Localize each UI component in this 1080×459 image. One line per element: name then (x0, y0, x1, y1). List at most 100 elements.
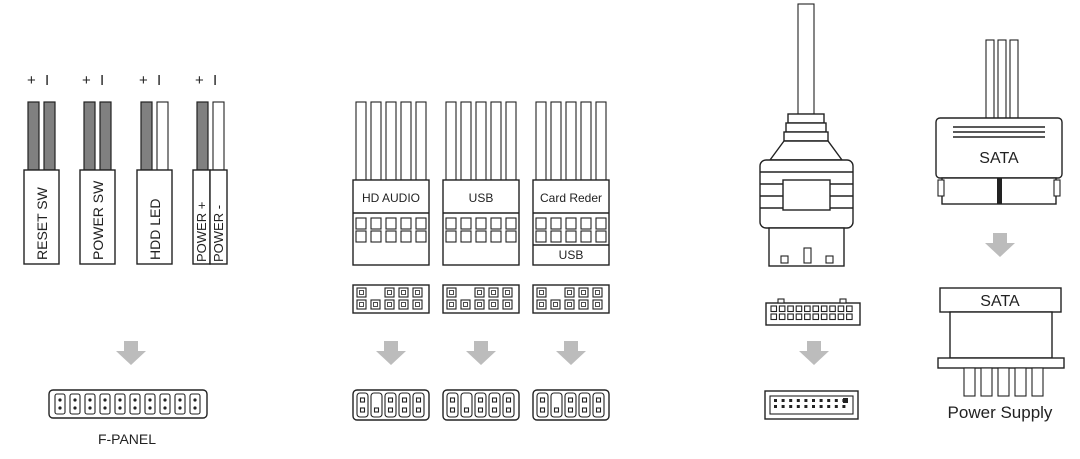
minus-mark: I (157, 72, 161, 89)
board-pin-block (460, 392, 473, 418)
usb3-face-pin (770, 313, 778, 321)
usb3-board-pin (834, 405, 838, 408)
housing-pin (490, 217, 502, 230)
f-panel-section: + I + I + I + I RESET SW POWER SW (23, 72, 228, 447)
power-sw-connector: POWER SW (79, 101, 116, 265)
usb3-board-pin (789, 399, 793, 402)
power-plus-label: POWER + (194, 202, 209, 262)
f-panel-label: F-PANEL (98, 431, 156, 447)
face-pin (356, 287, 367, 298)
housing-pin (505, 230, 517, 243)
sata-power-socket: SATA Power Supply (937, 287, 1065, 422)
face-pin (398, 287, 409, 298)
housing-pin (565, 217, 577, 230)
usb3-board-pin (804, 399, 808, 402)
housing-pin (565, 230, 577, 243)
usb3-face-pin (812, 305, 820, 313)
usb3-face-pin (795, 305, 803, 313)
usb3-connector-section (759, 3, 861, 420)
board-pin-block (370, 392, 383, 418)
housing-pin (580, 230, 592, 243)
board-pin-block (384, 392, 397, 418)
face-pin (474, 299, 485, 310)
housing-pin (595, 230, 607, 243)
minus-mark: I (100, 72, 104, 89)
housing-pin (385, 230, 397, 243)
housing-pin (370, 217, 382, 230)
pin-face (532, 284, 610, 314)
housing-pin (370, 230, 382, 243)
face-pin (502, 287, 513, 298)
board-pin-block (398, 392, 411, 418)
board-pin-block (502, 392, 515, 418)
pin-block (84, 393, 96, 415)
usb3-face-pin (778, 313, 786, 321)
pin-block (174, 393, 186, 415)
board-pin-block (488, 392, 501, 418)
power-minus-label: POWER - (211, 205, 226, 262)
housing-pin (445, 217, 457, 230)
usb3-board-pin (834, 399, 838, 402)
usb3-board-pin (827, 405, 831, 408)
arrow-down-icon (376, 341, 406, 365)
housing-pin (415, 230, 427, 243)
face-pin (536, 299, 547, 310)
pin-block (99, 393, 111, 415)
housing-pin (445, 230, 457, 243)
sata-power-plug-icon: SATA (935, 39, 1063, 205)
housing-pin (550, 217, 562, 230)
power-led-connector: POWER + POWER - (192, 101, 228, 265)
wire (565, 101, 577, 181)
face-pin (384, 287, 395, 298)
sata-socket-label: SATA (980, 293, 1020, 310)
usb3-face-pin (787, 313, 794, 321)
face-pin (384, 299, 395, 310)
minus-mark: I (213, 72, 217, 89)
plus-mark: + (27, 72, 36, 89)
pin-block (144, 393, 156, 415)
usb3-plug-icon (759, 3, 854, 267)
header-label: HD AUDIO (362, 191, 420, 205)
usb3-board-pin (819, 399, 823, 402)
housing-pin (580, 217, 592, 230)
face-pin (446, 287, 457, 298)
face-pin (488, 299, 499, 310)
pin-header-icon (352, 389, 430, 421)
housing-pin (415, 217, 427, 230)
usb3-face-pin (787, 305, 794, 313)
housing-pin (490, 230, 502, 243)
usb3-board-pin (819, 405, 823, 408)
header-label: Card Reder (540, 191, 602, 205)
power-sw-label: POWER SW (90, 180, 106, 260)
wire (535, 101, 547, 181)
usb3-face-pin (820, 313, 828, 321)
pin-block (129, 393, 141, 415)
face-pin (536, 287, 547, 298)
header-label: USB (469, 191, 494, 205)
polarity-marks: + I + I + I + I (27, 72, 217, 89)
arrow-down-icon (116, 341, 146, 365)
face-pin (446, 299, 457, 310)
minus-mark: I (45, 72, 49, 89)
face-pin (488, 287, 499, 298)
usb3-face-pin (837, 313, 845, 321)
pin-header-icon (442, 389, 520, 421)
board-pin-block (446, 392, 459, 418)
face-pin (578, 287, 589, 298)
face-pin (592, 287, 603, 298)
housing-pin (355, 230, 367, 243)
usb3-board-pin (804, 405, 808, 408)
usb3-board-pin (842, 405, 846, 408)
usb3-face-pin (820, 305, 828, 313)
housing-pin (550, 230, 562, 243)
usb3-board-pin (812, 399, 815, 402)
f-panel-header: F-PANEL (48, 389, 208, 447)
usb3-face-pin (804, 313, 811, 321)
reset-sw-label: RESET SW (34, 186, 50, 260)
face-pin (592, 299, 603, 310)
usb3-board-pin (774, 399, 777, 402)
usb3-board-pin (796, 405, 800, 408)
usb3-face-pin (829, 313, 836, 321)
